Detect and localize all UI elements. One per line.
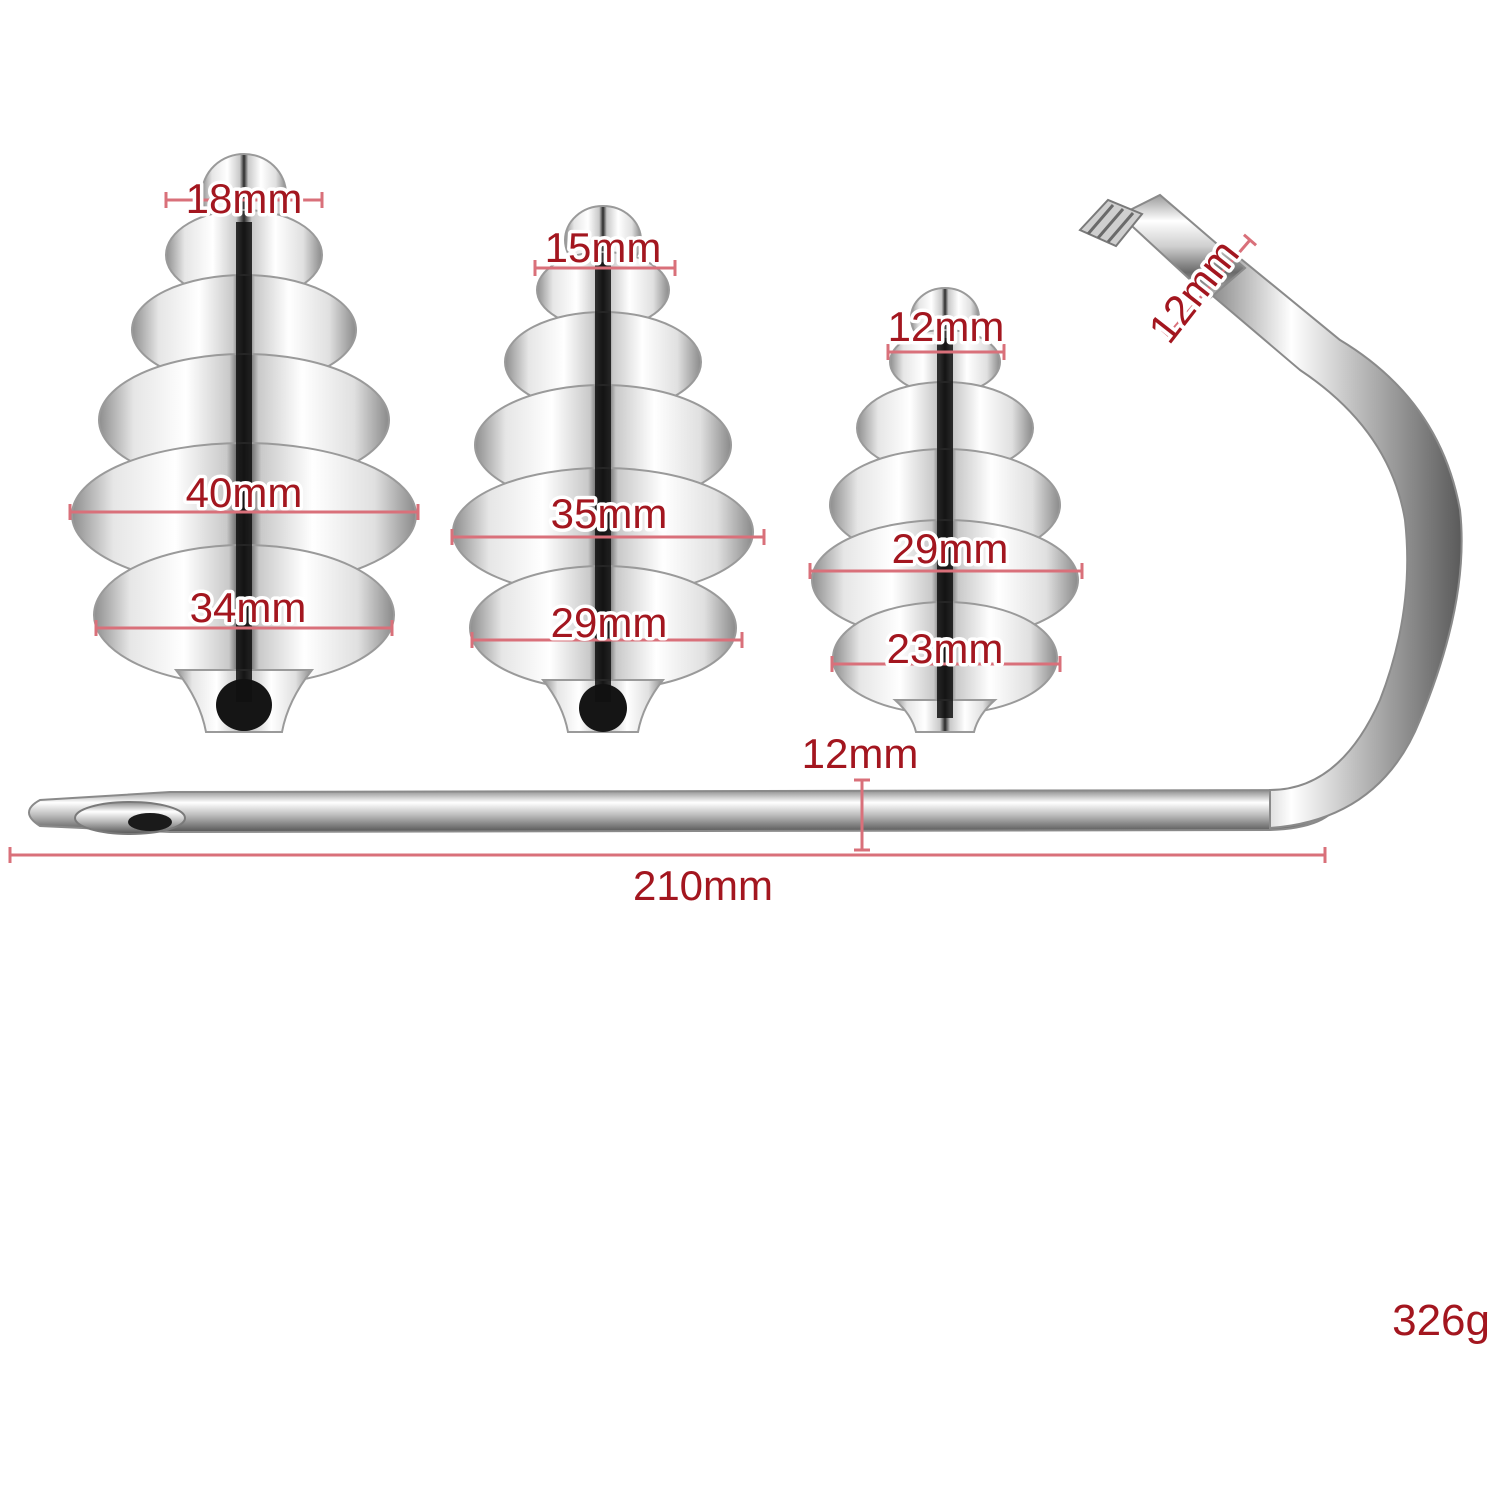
label-shadow: 29mm: [551, 599, 668, 646]
plug-small: [811, 287, 1079, 733]
hook-upper-tube: [1118, 193, 1247, 300]
plug-medium-widest-label: 35mm: [551, 490, 668, 537]
plug-large-widest-label: 40mm: [186, 469, 303, 516]
plug-large-reflection: [236, 222, 252, 702]
label-shadow: 23mm: [887, 625, 1004, 672]
label-shadow: 12mm: [888, 303, 1005, 350]
plug-small-reflection: [937, 338, 953, 718]
dim-hook-tip-tick: [1242, 233, 1258, 247]
hook-shaft-diameter-label: 12mm: [802, 730, 919, 777]
plug-small-lower-label: 23mm: [887, 625, 1004, 672]
label-shadow: 18mm: [186, 175, 303, 222]
hook-tip-shadow: [128, 813, 172, 831]
label-shadow: 15mm: [545, 224, 662, 271]
plug-small-top-label: 12mm: [888, 303, 1005, 350]
hook-shaft: [28, 788, 1342, 834]
weight-label: 326g: [1392, 1296, 1490, 1345]
dim-hook-tip-tick: [1160, 328, 1176, 342]
plug-large: [71, 153, 417, 733]
hook-curve: [1198, 248, 1463, 830]
plug-large-base-shadow: [216, 679, 272, 731]
plug-medium: [452, 205, 754, 733]
dim-hook-tip: [1166, 239, 1252, 336]
plug-medium-top-label: 15mm: [545, 224, 662, 271]
plug-large-top-label: 18mm: [186, 175, 303, 222]
hook-length-label: 210mm: [633, 862, 773, 909]
plug-medium-reflection: [595, 262, 611, 702]
anal-hook: [28, 193, 1463, 835]
label-shadow: 40mm: [186, 469, 303, 516]
label-shadow: 12mm: [802, 730, 919, 777]
plug-medium-base-shadow: [579, 684, 627, 732]
plug-medium-lower-label: 29mm: [551, 599, 668, 646]
dimension-lines: [8, 192, 1327, 863]
label-shadow: 29mm: [892, 525, 1009, 572]
label-shadow: 34mm: [190, 584, 307, 631]
hook-thread: [1078, 198, 1144, 248]
label-shadow: 35mm: [551, 490, 668, 537]
plug-large-lower-label: 34mm: [190, 584, 307, 631]
plug-small-widest-label: 29mm: [892, 525, 1009, 572]
